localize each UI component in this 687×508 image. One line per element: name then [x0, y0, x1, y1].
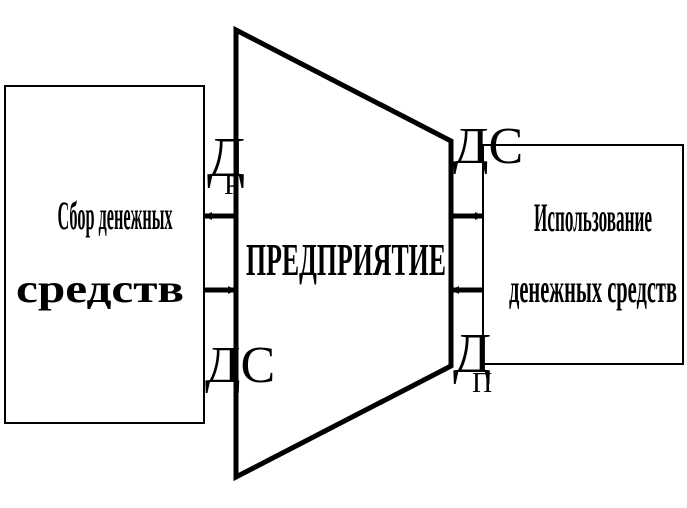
label-dr-sub: Р [224, 170, 240, 201]
enterprise-label: ПРЕДПРИЯТИЕ [246, 234, 446, 285]
right-box-line1: Использование [534, 195, 652, 240]
label-ds-right: ДС [453, 118, 523, 175]
label-dp: Д [453, 323, 491, 385]
left-box [4, 85, 205, 424]
label-dp-sub: П [472, 368, 492, 399]
enterprise-trapezoid [233, 25, 454, 482]
left-box-line1: Сбор денежных [58, 193, 173, 238]
left-box-line2: средств [16, 266, 184, 311]
label-dr: Д [207, 127, 245, 189]
right-box [482, 144, 684, 365]
right-box-line2: денежных средств [509, 266, 677, 311]
label-ds-left: ДС [205, 337, 275, 394]
